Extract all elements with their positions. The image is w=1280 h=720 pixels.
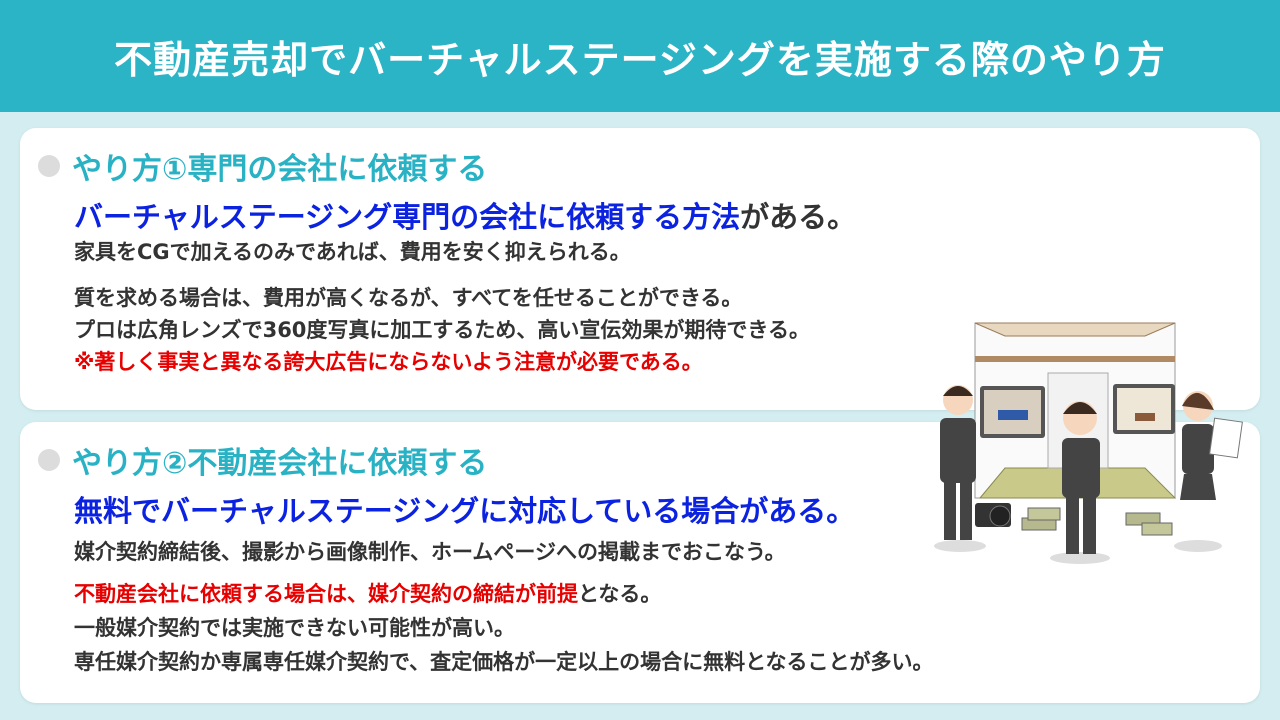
person-left-icon [934, 385, 986, 552]
method2-line1: 媒介契約締結後、撮影から画像制作、ホームページへの掲載までおこなう。 [74, 540, 786, 564]
title-banner: 不動産売却でバーチャルステージングを実施する際のやり方 [0, 0, 1280, 112]
method2-lead: 無料でバーチャルステージングに対応している場合がある。 [74, 494, 856, 528]
method2-line2-red: 不動産会社に依頼する場合は、媒介契約の締結が前提 [74, 582, 578, 606]
money-stack-icon [1021, 507, 1173, 536]
person-center-icon [1050, 401, 1110, 564]
tablet-living-room-icon [980, 386, 1045, 438]
method2-card: やり方②不動産会社に依頼する 無料でバーチャルステージングに対応している場合があ… [20, 422, 1260, 703]
method1-heading: やり方①専門の会社に依頼する [38, 144, 487, 188]
method1-line2: 質を求める場合は、費用が高くなるが、すべてを任せることができる。 [74, 286, 743, 310]
person-right-icon [1174, 391, 1243, 552]
method1-lead-rest: がある。 [740, 200, 857, 234]
method1-lead-highlight: バーチャルステージング専門の会社に依頼する方法 [74, 200, 741, 234]
camera-icon [975, 503, 1011, 527]
page-title: 不動産売却でバーチャルステージングを実施する際のやり方 [114, 37, 1166, 82]
method2-heading-text: やり方②不動産会社に依頼する [72, 446, 488, 481]
method1-line3: プロは広角レンズで360度写真に加工するため、高い宣伝効果が期待できる。 [74, 318, 810, 342]
staging-illustration [934, 322, 1243, 564]
method1-heading-text: やり方①専門の会社に依頼する [72, 152, 488, 187]
method1-warning: ※著しく事実と異なる誇大広告にならないよう注意が必要である。 [74, 350, 703, 374]
method1-lead: バーチャルステージング専門の会社に依頼する方法がある。 [74, 194, 856, 236]
method2-line3: 一般媒介契約では実施できない可能性が高い。 [74, 616, 515, 640]
method2-line2: 不動産会社に依頼する場合は、媒介契約の締結が前提となる。 [74, 578, 661, 608]
tablet-dining-room-icon [1113, 384, 1175, 434]
method1-card: やり方①専門の会社に依頼する バーチャルステージング専門の会社に依頼する方法があ… [20, 128, 1260, 410]
method1-line1: 家具をCGで加えるのみであれば、費用を安く抑えられる。 [74, 240, 631, 264]
method2-line2-rest: となる。 [578, 582, 662, 606]
bullet-dot-icon [38, 155, 60, 177]
method2-heading: やり方②不動産会社に依頼する [38, 438, 487, 482]
method2-line4: 専任媒介契約か専属専任媒介契約で、査定価格が一定以上の場合に無料となることが多い… [74, 650, 934, 674]
bullet-dot-icon [38, 449, 60, 471]
